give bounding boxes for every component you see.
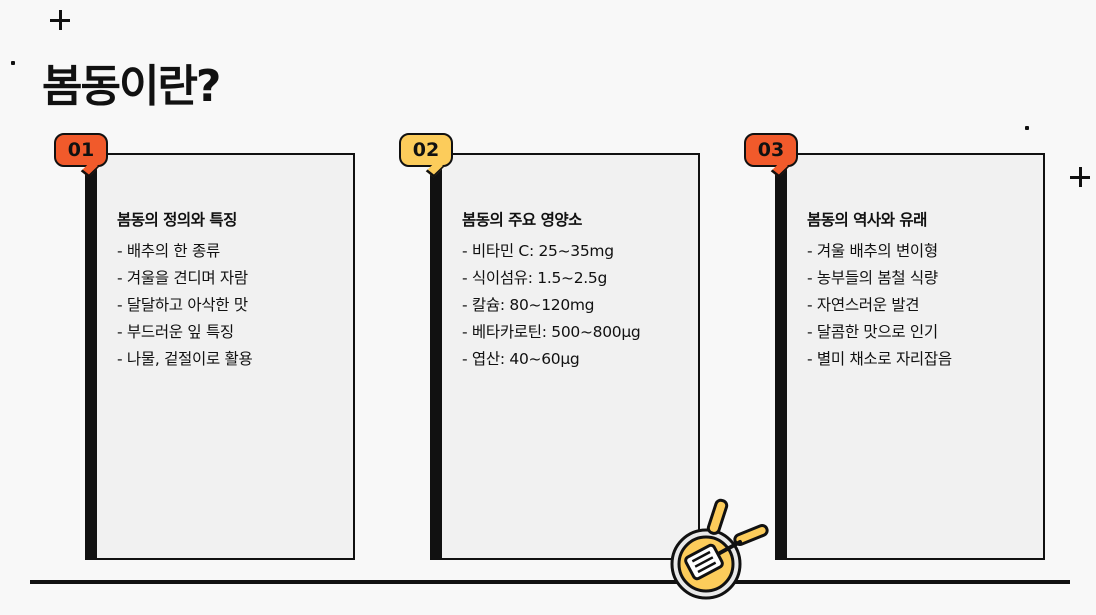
list-item: - 나물, 겉절이로 활용 xyxy=(117,350,253,368)
card-number-badge: 03 xyxy=(744,133,798,167)
info-card: 봄동의 주요 영양소 - 비타민 C: 25~35mg - 식이섬유: 1.5~… xyxy=(430,153,700,560)
page-title: 봄동이란? xyxy=(42,61,221,112)
list-item: - 베타카로틴: 500~800μg xyxy=(462,323,641,341)
card-number: 03 xyxy=(757,139,785,161)
list-item: - 비타민 C: 25~35mg xyxy=(462,242,614,260)
card-side-bar xyxy=(85,153,97,560)
list-item: - 부드러운 잎 특징 xyxy=(117,323,234,341)
list-item: - 달달하고 아삭한 맛 xyxy=(117,296,248,314)
list-item: - 겨울 배추의 변이형 xyxy=(807,242,938,260)
list-item: - 달콤한 맛으로 인기 xyxy=(807,323,938,341)
card-body: 봄동의 역사와 유래 - 겨울 배추의 변이형 - 농부들의 봄철 식량 - 자… xyxy=(807,208,1033,373)
card-number-badge: 02 xyxy=(399,133,453,167)
dot-icon xyxy=(1025,126,1029,130)
baseline-rule xyxy=(30,580,1070,584)
plus-icon xyxy=(1070,167,1090,187)
list-item: - 농부들의 봄철 식량 xyxy=(807,269,938,287)
list-item: - 식이섬유: 1.5~2.5g xyxy=(462,269,608,287)
card-list: - 비타민 C: 25~35mg - 식이섬유: 1.5~2.5g - 칼슘: … xyxy=(462,238,688,373)
card-number-badge: 01 xyxy=(54,133,108,167)
plus-icon xyxy=(50,10,70,30)
card-side-bar xyxy=(430,153,442,560)
list-item: - 칼슘: 80~120mg xyxy=(462,296,595,314)
card-body: 봄동의 정의와 특징 - 배추의 한 종류 - 겨울을 견디며 자람 - 달달하… xyxy=(117,208,343,373)
card-heading: 봄동의 정의와 특징 xyxy=(117,211,237,229)
list-item: - 배추의 한 종류 xyxy=(117,242,220,260)
card-list: - 겨울 배추의 변이형 - 농부들의 봄철 식량 - 자연스러운 발견 - 달… xyxy=(807,238,1033,373)
list-item: - 엽산: 40~60μg xyxy=(462,350,580,368)
dot-icon xyxy=(11,61,15,65)
card-number: 02 xyxy=(412,139,440,161)
card-number: 01 xyxy=(67,139,95,161)
list-item: - 별미 채소로 자리잡음 xyxy=(807,350,952,368)
card-side-bar xyxy=(775,153,787,560)
card-heading: 봄동의 역사와 유래 xyxy=(807,211,927,229)
list-item: - 자연스러운 발견 xyxy=(807,296,920,314)
list-item: - 겨울을 견디며 자람 xyxy=(117,269,248,287)
card-list: - 배추의 한 종류 - 겨울을 견디며 자람 - 달달하고 아삭한 맛 - 부… xyxy=(117,238,343,373)
card-heading: 봄동의 주요 영양소 xyxy=(462,211,582,229)
info-card: 봄동의 역사와 유래 - 겨울 배추의 변이형 - 농부들의 봄철 식량 - 자… xyxy=(775,153,1045,560)
info-card: 봄동의 정의와 특징 - 배추의 한 종류 - 겨울을 견디며 자람 - 달달하… xyxy=(85,153,355,560)
card-body: 봄동의 주요 영양소 - 비타민 C: 25~35mg - 식이섬유: 1.5~… xyxy=(462,208,688,373)
frying-pan-icon xyxy=(670,498,769,600)
